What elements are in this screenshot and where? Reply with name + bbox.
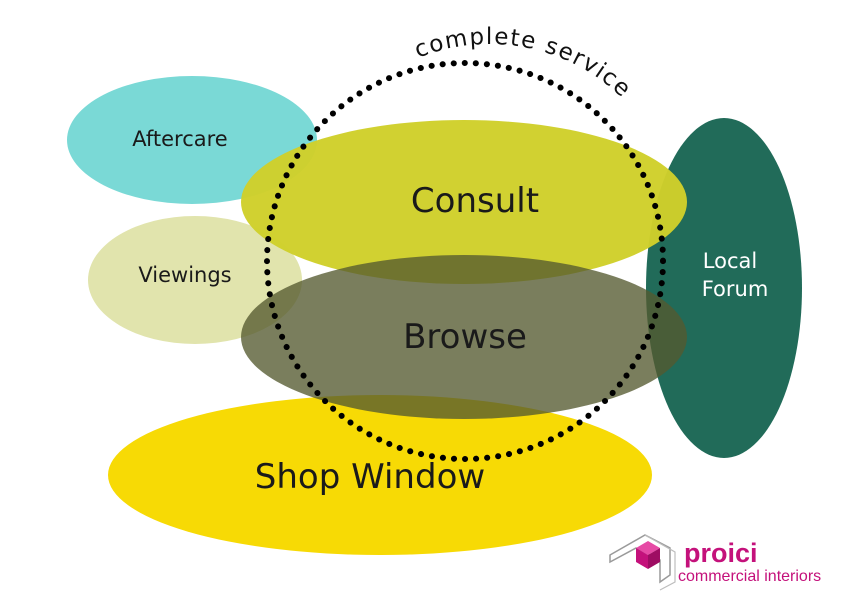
aftercare-label: Aftercare bbox=[132, 127, 227, 151]
proici-logo-mark-icon bbox=[609, 534, 676, 591]
shop-window-label: Shop Window bbox=[255, 457, 485, 497]
viewings-label: Viewings bbox=[138, 263, 231, 287]
shop-window-ellipse bbox=[108, 395, 652, 555]
local-forum-label-line1: Local bbox=[703, 249, 757, 273]
proici-logo-tagline: commercial interiors bbox=[678, 568, 821, 585]
proici-logo: proici commercial interiors bbox=[609, 534, 821, 591]
complete-service-dotted-circle bbox=[264, 60, 666, 462]
aftercare-ellipse bbox=[67, 76, 317, 204]
consult-label: Consult bbox=[411, 181, 539, 221]
proici-logo-name: proici bbox=[684, 538, 758, 568]
local-forum-label-line2: Forum bbox=[702, 277, 769, 301]
consult-ellipse bbox=[241, 120, 687, 284]
browse-ellipse bbox=[241, 255, 687, 419]
browse-label: Browse bbox=[403, 317, 527, 357]
viewings-ellipse bbox=[88, 216, 302, 344]
